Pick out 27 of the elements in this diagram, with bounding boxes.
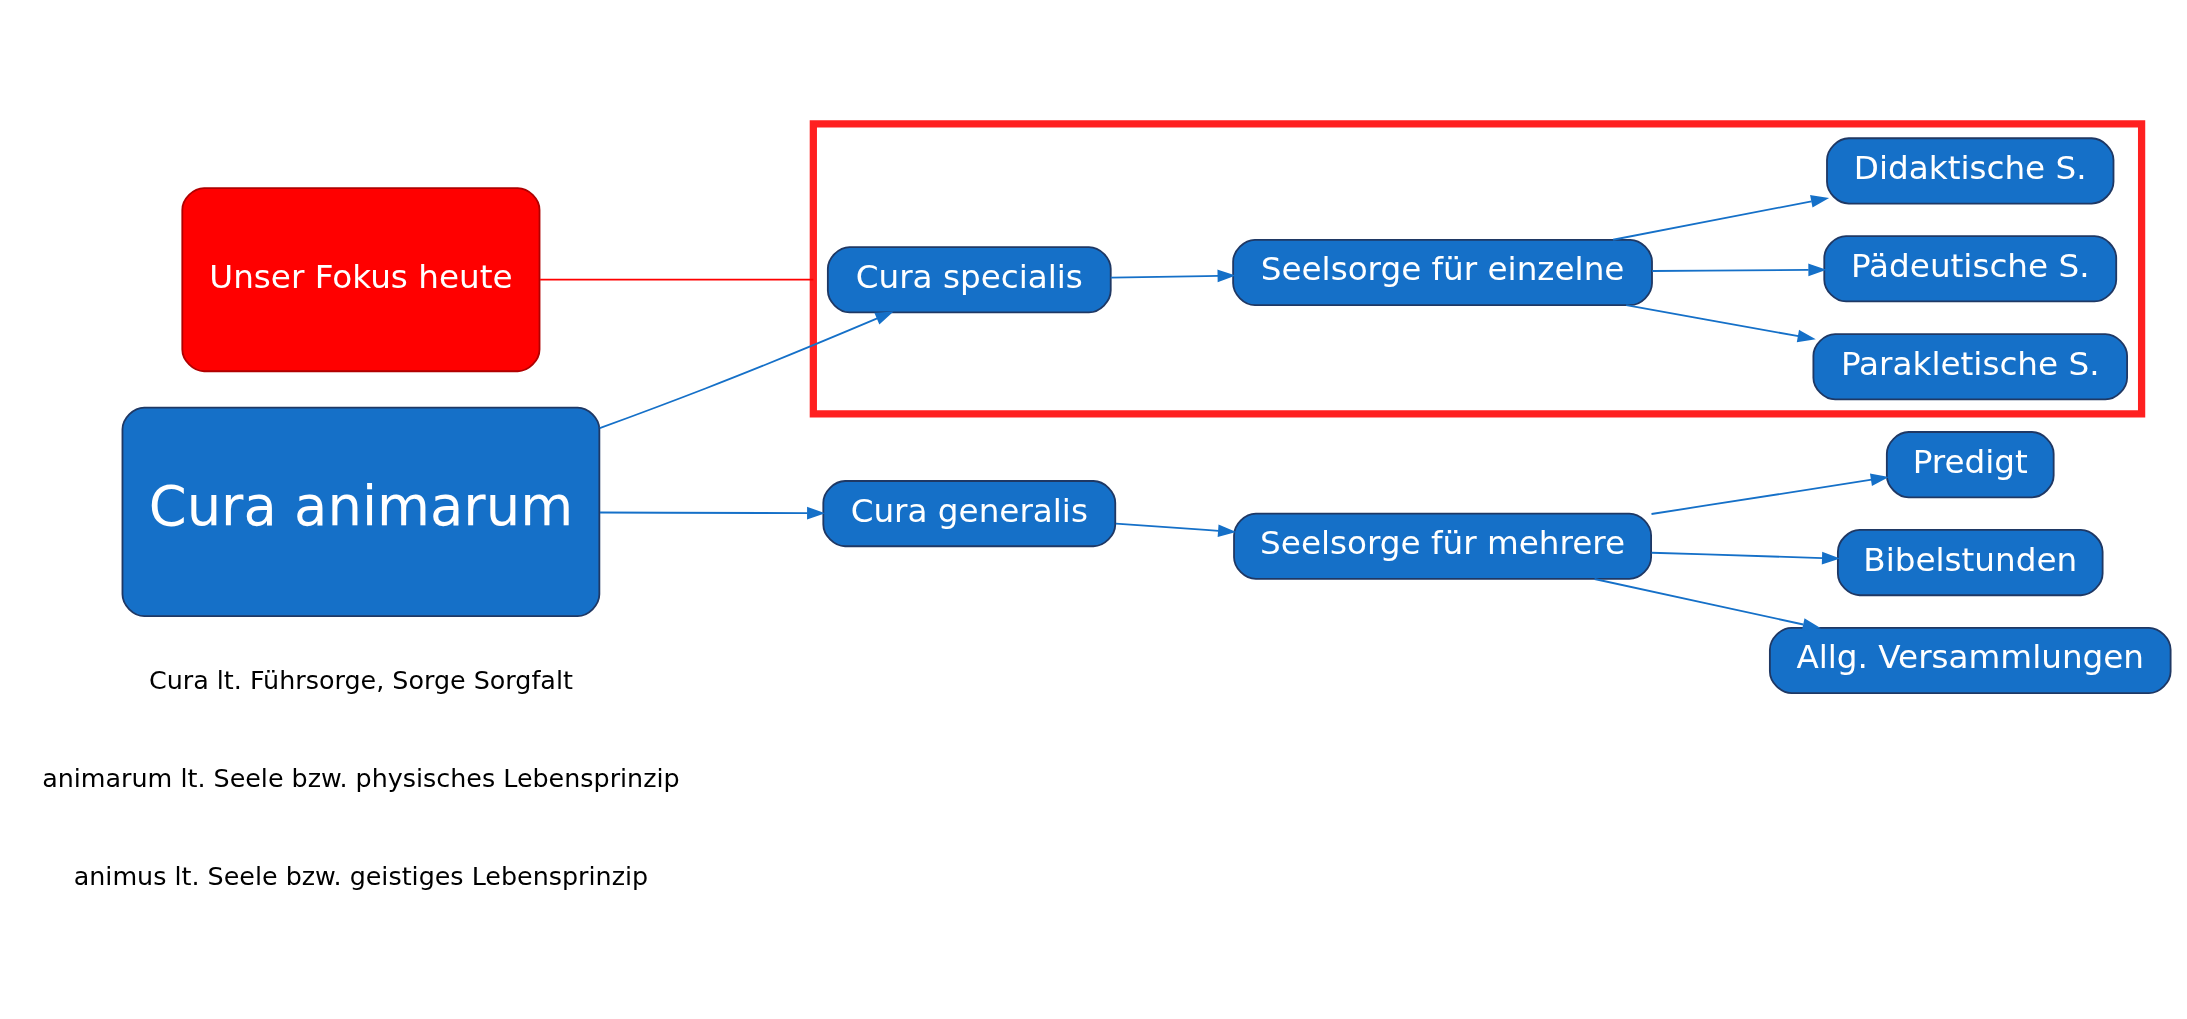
arrow <box>1651 263 1827 276</box>
connector <box>539 278 815 281</box>
arrow <box>1650 551 1841 564</box>
node-box: Cura generalis <box>822 479 1117 547</box>
label: Cura lt. Führsorge, Sorge Sorgfalt <box>148 664 573 695</box>
arrow <box>1593 577 1821 631</box>
node-box: Unser Fokus heute <box>181 186 541 372</box>
node-box: Predigt <box>1885 430 2055 498</box>
arrow <box>1109 269 1236 282</box>
node-box: Pädeutische S. <box>1823 234 2118 302</box>
arrow <box>1612 194 1830 241</box>
label: animarum lt. Seele bzw. physisches Lebensprinzip <box>42 762 680 793</box>
cluster <box>809 119 2146 417</box>
arrow <box>1625 303 1816 342</box>
node-box: Cura specialis <box>826 245 1112 313</box>
node-box: Didaktische S. <box>1826 136 2115 204</box>
node-box: Cura animarum <box>121 406 601 617</box>
node-box: Seelsorge für mehrere <box>1233 512 1652 580</box>
node-box: Seelsorge für einzelne <box>1232 238 1653 306</box>
arrow <box>599 506 826 519</box>
arrow <box>1650 473 1889 515</box>
arrow <box>598 311 894 429</box>
node-box: Bibelstunden <box>1836 528 2104 596</box>
arrow <box>1114 522 1237 537</box>
node-box: Parakletische S. <box>1812 332 2128 400</box>
node-box: Allg. Versammlungen <box>1768 626 2172 694</box>
label: animus lt. Seele bzw. geistiges Lebensprinzip <box>73 860 649 891</box>
